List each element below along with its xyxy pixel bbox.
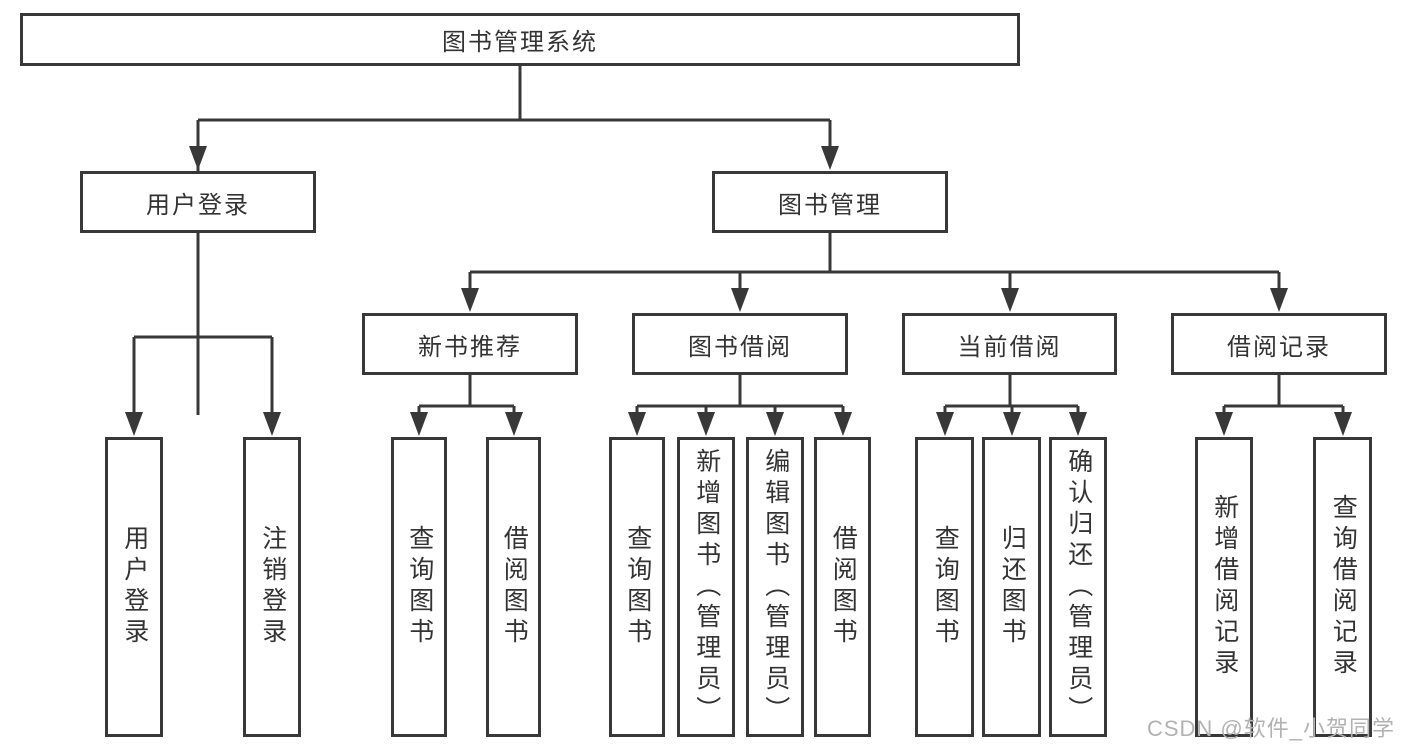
leaf-add-borrow-record: 新增借阅记录	[1195, 437, 1253, 737]
node-current-borrowing-label: 当前借阅	[957, 333, 1062, 361]
leaf-confirm-return-admin: 确认归还（管理员）	[1049, 437, 1107, 737]
arrow-down-icon	[821, 146, 839, 170]
arrow-down-icon	[1270, 288, 1288, 312]
leaf-add-books-admin-label: 新增图书（管理员）	[692, 447, 721, 727]
leaf-add-borrow-record-label: 新增借阅记录	[1210, 494, 1239, 680]
node-root-label: 图书管理系统	[442, 29, 598, 56]
leaf-add-books-admin: 新增图书（管理员）	[677, 437, 735, 737]
leaf-return-books: 归还图书	[982, 437, 1041, 737]
node-user-login: 用户登录	[80, 171, 316, 233]
connector-records-to-leaves	[1222, 375, 1345, 415]
node-current-borrowing: 当前借阅	[902, 313, 1117, 375]
arrowheads	[125, 146, 1352, 436]
arrow-down-icon	[461, 288, 479, 312]
connector-newbook-to-leaves	[417, 375, 516, 415]
leaf-confirm-return-admin-label: 确认归还（管理员）	[1064, 447, 1093, 727]
leaf-query-borrow-record: 查询借阅记录	[1313, 437, 1372, 737]
connector-current-to-leaves	[943, 375, 1080, 415]
node-new-book-recommend: 新书推荐	[362, 313, 578, 375]
connector-root-to-level2	[196, 66, 832, 415]
node-new-book-recommend-label: 新书推荐	[418, 333, 522, 361]
leaf-query-books-borrow: 查询图书	[609, 437, 665, 737]
leaf-query-books-recommend: 查询图书	[391, 437, 447, 737]
connector-userlogin-to-leaves	[132, 233, 274, 415]
leaf-edit-books-admin: 编辑图书（管理员）	[746, 437, 804, 737]
leaf-borrow-books: 借阅图书	[814, 437, 871, 737]
arrow-down-icon	[697, 412, 715, 436]
leaf-user-login: 用户登录	[105, 437, 163, 737]
leaf-query-books-current: 查询图书	[915, 437, 974, 737]
leaf-query-books-borrow-label: 查询图书	[623, 525, 652, 649]
leaf-logout-label: 注销登录	[258, 525, 287, 649]
connector-bookmgmt-to-level3	[468, 233, 1281, 291]
arrow-down-icon	[189, 146, 207, 170]
arrow-down-icon	[1069, 412, 1087, 436]
leaf-query-borrow-record-label: 查询借阅记录	[1329, 494, 1358, 680]
arrow-down-icon	[766, 412, 784, 436]
leaf-logout: 注销登录	[243, 437, 301, 737]
arrow-down-icon	[410, 412, 428, 436]
leaf-user-login-label: 用户登录	[120, 525, 149, 649]
csdn-watermark: CSDN @软件_小贺同学	[1146, 716, 1395, 741]
arrow-down-icon	[505, 412, 523, 436]
node-root: 图书管理系统	[20, 13, 1020, 66]
node-borrowing-records-label: 借阅记录	[1227, 333, 1331, 361]
leaf-return-books-label: 归还图书	[998, 525, 1027, 649]
leaf-borrow-books-recommend-label: 借阅图书	[500, 525, 529, 649]
arrow-down-icon	[834, 412, 852, 436]
arrow-down-icon	[125, 412, 143, 436]
arrow-down-icon	[263, 412, 281, 436]
node-user-login-label: 用户登录	[146, 191, 250, 219]
leaf-edit-books-admin-label: 编辑图书（管理员）	[761, 447, 790, 727]
leaf-query-books-current-label: 查询图书	[931, 525, 960, 649]
leaf-borrow-books-label: 借阅图书	[829, 525, 858, 649]
node-book-management-label: 图书管理	[778, 191, 882, 219]
leaf-query-books-recommend-label: 查询图书	[405, 525, 434, 649]
arrow-down-icon	[1215, 412, 1233, 436]
arrow-down-icon	[731, 288, 749, 312]
connector-borrow-to-leaves	[635, 375, 845, 415]
node-borrowing-records: 借阅记录	[1171, 313, 1387, 375]
leaf-borrow-books-recommend: 借阅图书	[486, 437, 541, 737]
node-book-borrowing-label: 图书借阅	[688, 333, 792, 361]
arrow-down-icon	[628, 412, 646, 436]
arrow-down-icon	[1334, 412, 1352, 436]
node-book-borrowing: 图书借阅	[632, 313, 848, 375]
node-book-management: 图书管理	[712, 171, 948, 233]
arrow-down-icon	[1001, 288, 1019, 312]
arrow-down-icon	[936, 412, 954, 436]
arrow-down-icon	[1003, 412, 1021, 436]
